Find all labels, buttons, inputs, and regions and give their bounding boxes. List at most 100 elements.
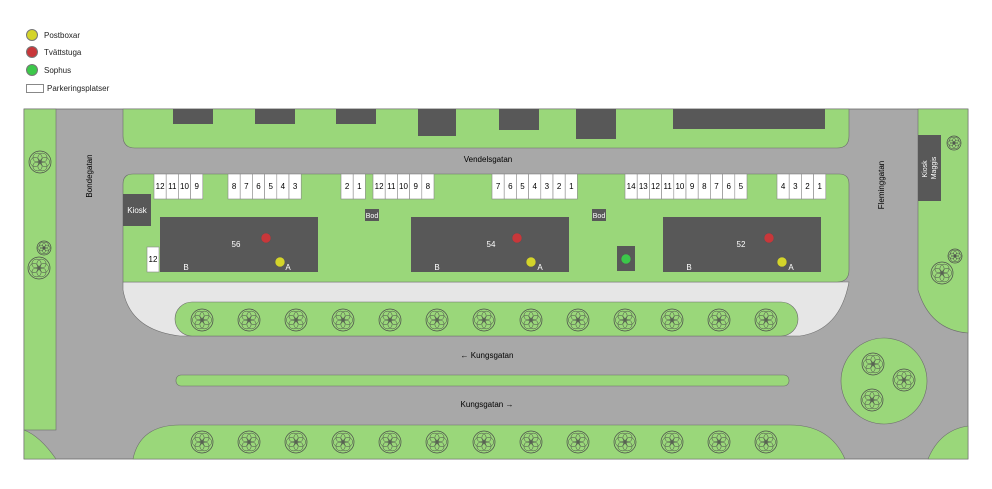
building-number: 52 — [737, 240, 746, 249]
building — [576, 109, 616, 139]
tree-icon — [860, 388, 884, 412]
tree-icon — [754, 308, 778, 332]
parking-number: 2 — [557, 182, 562, 191]
tree-icon — [930, 261, 954, 285]
shed — [592, 209, 606, 221]
tree-icon — [36, 240, 52, 256]
parking-space — [813, 173, 827, 200]
tree-icon — [892, 368, 916, 392]
tree-icon — [378, 430, 402, 454]
building-number: 56 — [232, 240, 241, 249]
tree-icon — [707, 308, 731, 332]
waste-icon — [26, 64, 38, 76]
tree-icon — [946, 135, 962, 151]
postbox-icon — [26, 29, 38, 41]
parking-number: 4 — [532, 182, 537, 191]
parking-space — [288, 173, 302, 200]
parking-number: 6 — [256, 182, 261, 191]
grass-east-corner — [927, 425, 969, 460]
tree-icon — [28, 150, 52, 174]
kiosk-east — [918, 135, 941, 201]
legend-item-sophus: Sophus — [26, 63, 71, 77]
parking-number: 11 — [168, 182, 177, 191]
tree-icon — [566, 430, 590, 454]
street-fleminggatan: Fleminggatan — [877, 161, 886, 209]
legend-label: Tvättstuga — [44, 47, 82, 57]
kiosk-east-line1: Kiosk — [922, 160, 929, 178]
entrance-a: A — [788, 263, 794, 272]
kiosk-east-line2: Maggis — [931, 156, 938, 179]
legend-item-postboxar: Postboxar — [26, 28, 80, 42]
tree-icon — [660, 308, 684, 332]
median — [175, 374, 790, 387]
tree-icon — [425, 430, 449, 454]
tree-icon — [660, 430, 684, 454]
parking-number: 14 — [627, 182, 636, 191]
tree-icon — [613, 430, 637, 454]
building — [418, 109, 456, 136]
entrance-b: B — [686, 263, 691, 272]
building-54 — [411, 217, 569, 272]
entrance-a: A — [285, 263, 291, 272]
tree-icon — [27, 256, 51, 280]
parking-number: 5 — [520, 182, 525, 191]
tree-icon — [472, 430, 496, 454]
parking-number: 10 — [180, 182, 189, 191]
entrance-b: B — [434, 263, 439, 272]
tree-icon — [861, 352, 885, 376]
parking-space — [421, 173, 435, 200]
building — [499, 109, 539, 130]
parking-space — [564, 173, 578, 200]
parking-icon — [26, 83, 44, 93]
parking-number: 3 — [293, 182, 298, 191]
building-number: 54 — [487, 240, 496, 249]
parking-number: 1 — [357, 182, 362, 191]
tree-icon — [707, 430, 731, 454]
waste-marker — [620, 253, 632, 265]
kiosk-east-label: Kiosk Maggis — [922, 156, 938, 179]
building-52 — [663, 217, 821, 272]
building — [673, 109, 825, 129]
tree-icon — [237, 308, 261, 332]
tree-icon — [947, 248, 963, 264]
parking-number: 12 — [156, 182, 165, 191]
legend-label: Parkeringsplatser — [47, 83, 110, 93]
parking-number: 11 — [387, 182, 396, 191]
building — [336, 109, 376, 124]
laundry-icon — [26, 46, 38, 58]
map-markers — [260, 232, 788, 271]
tree-icon — [190, 430, 214, 454]
parking-number: 4 — [281, 182, 286, 191]
parking-number: 8 — [426, 182, 431, 191]
parking-number: 5 — [739, 182, 744, 191]
parking-number: 9 — [413, 182, 418, 191]
street-bondegatan: Bondegatan — [85, 154, 94, 197]
street-kungsgatan-east: Kungsgatan → — [461, 400, 514, 409]
parking-number: 7 — [244, 182, 249, 191]
parking-number: 2 — [805, 182, 810, 191]
tree-icon — [519, 430, 543, 454]
shed-label: Bod — [593, 213, 606, 220]
entrance-a: A — [537, 263, 543, 272]
parking-number: 7 — [714, 182, 719, 191]
street-vendelsgatan: Vendelsgatan — [464, 155, 513, 164]
kiosk-west — [123, 194, 151, 226]
parking-number: 12 — [149, 255, 158, 264]
building — [173, 109, 213, 124]
parking-number: 9 — [194, 182, 199, 191]
building — [255, 109, 295, 124]
tree-icon — [331, 308, 355, 332]
parking-number: 4 — [781, 182, 786, 191]
tree-icon — [472, 308, 496, 332]
parking-number: 5 — [268, 182, 273, 191]
building-56 — [160, 217, 318, 272]
laundry-marker — [511, 232, 523, 244]
tree-icon — [190, 308, 214, 332]
postbox-marker — [776, 256, 788, 268]
shed — [365, 209, 379, 221]
parking-number: 9 — [690, 182, 695, 191]
parking-number: 7 — [496, 182, 501, 191]
shed-label: Bod — [366, 213, 379, 220]
